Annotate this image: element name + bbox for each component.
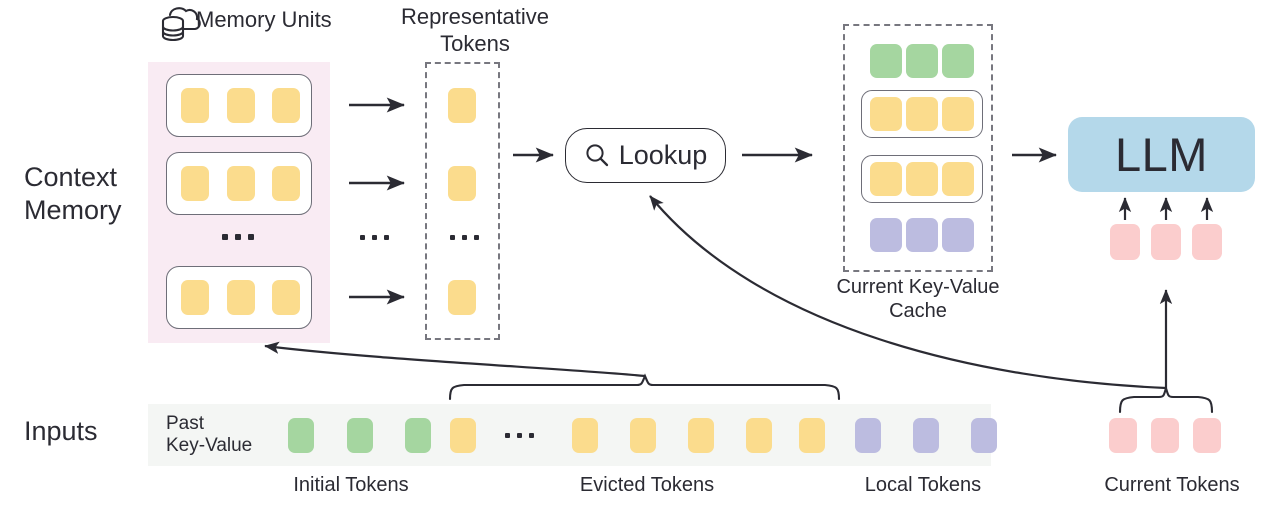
kv-cache-token[interactable]	[906, 44, 938, 78]
kv-cache-token[interactable]	[942, 162, 974, 196]
arrow-column-ellipsis	[360, 235, 389, 240]
search-icon	[586, 144, 608, 167]
kv-cache-token[interactable]	[870, 218, 902, 252]
current-tokens-label: Current Tokens	[1104, 474, 1240, 496]
input-token-evicted[interactable]	[572, 418, 598, 453]
llm-box[interactable]: LLM	[1068, 117, 1255, 192]
lookup-button[interactable]: Lookup	[565, 128, 726, 183]
llm-input-token[interactable]	[1110, 224, 1140, 260]
input-token-current[interactable]	[1109, 418, 1137, 453]
input-token-evicted[interactable]	[746, 418, 772, 453]
representative-token[interactable]	[448, 88, 476, 123]
representative-tokens-box	[425, 62, 500, 340]
representative-tokens-ellipsis	[450, 235, 479, 240]
initial-tokens-label: Initial Tokens	[293, 474, 409, 496]
input-token-initial[interactable]	[288, 418, 314, 453]
inputs-ellipsis	[505, 433, 534, 438]
context-memory-side-label: Context Memory	[24, 162, 122, 225]
llm-input-token[interactable]	[1151, 224, 1181, 260]
kv-cache-token[interactable]	[942, 97, 974, 131]
curve-evicted-to-context-memory	[264, 341, 646, 378]
memory-token[interactable]	[181, 166, 209, 201]
input-token-local[interactable]	[971, 418, 997, 453]
kv-cache-token[interactable]	[870, 97, 902, 131]
kv-cache-token[interactable]	[906, 162, 938, 196]
input-token-evicted[interactable]	[450, 418, 476, 453]
memory-token[interactable]	[272, 88, 300, 123]
input-token-local[interactable]	[913, 418, 939, 453]
kv-cache-token[interactable]	[906, 218, 938, 252]
kv-cache-token[interactable]	[870, 162, 902, 196]
kv-cache-token[interactable]	[942, 218, 974, 252]
memory-token[interactable]	[181, 280, 209, 315]
brace-evicted-tokens	[448, 373, 841, 401]
llm-label: LLM	[1115, 128, 1208, 181]
input-token-current[interactable]	[1151, 418, 1179, 453]
memory-token[interactable]	[227, 166, 255, 201]
lookup-label: Lookup	[618, 140, 708, 170]
kv-cache-token[interactable]	[942, 44, 974, 78]
memory-token[interactable]	[227, 280, 255, 315]
representative-token[interactable]	[448, 166, 476, 201]
kv-cache-caption: Current Key-Value Cache	[836, 276, 1000, 323]
memory-token[interactable]	[227, 88, 255, 123]
kv-cache-token[interactable]	[906, 97, 938, 131]
memory-units-ellipsis	[222, 234, 254, 240]
cloud-database-icon	[161, 7, 201, 42]
input-token-initial[interactable]	[347, 418, 373, 453]
input-token-evicted[interactable]	[688, 418, 714, 453]
input-token-current[interactable]	[1193, 418, 1221, 453]
kv-cache-token[interactable]	[870, 44, 902, 78]
llm-input-token[interactable]	[1192, 224, 1222, 260]
representative-tokens-title: Representative Tokens	[401, 4, 549, 56]
past-key-value-label: Past Key-Value	[166, 413, 253, 457]
memory-token[interactable]	[272, 166, 300, 201]
local-tokens-label: Local Tokens	[864, 474, 982, 496]
inputs-side-label: Inputs	[24, 416, 98, 446]
representative-token[interactable]	[448, 280, 476, 315]
input-token-local[interactable]	[855, 418, 881, 453]
input-token-evicted[interactable]	[799, 418, 825, 453]
input-token-initial[interactable]	[405, 418, 431, 453]
memory-token[interactable]	[181, 88, 209, 123]
memory-token[interactable]	[272, 280, 300, 315]
input-token-evicted[interactable]	[630, 418, 656, 453]
brace-current-tokens	[1118, 384, 1214, 414]
evicted-tokens-label: Evicted Tokens	[579, 474, 715, 496]
memory-units-title: Memory Units	[196, 7, 332, 32]
